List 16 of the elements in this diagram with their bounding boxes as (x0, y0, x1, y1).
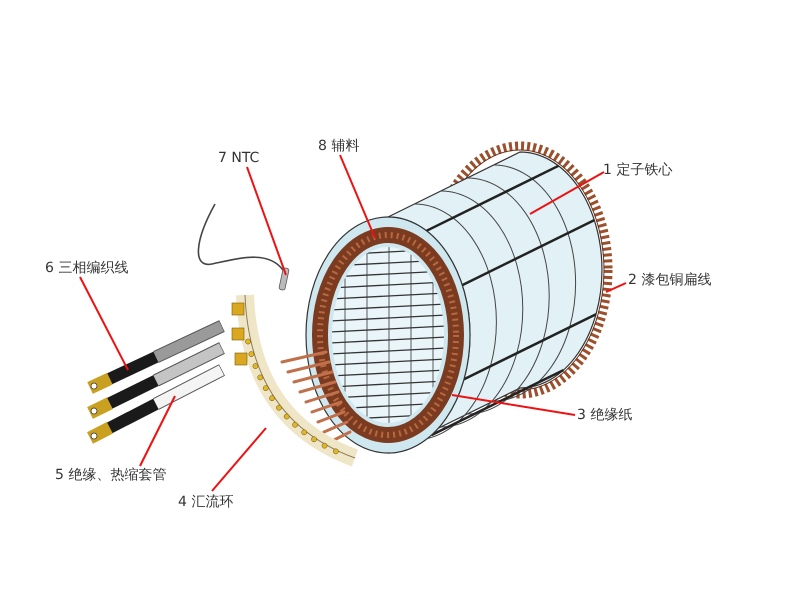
leader-line (452, 394, 576, 416)
leader-line (339, 154, 376, 238)
part-label: 1 定子铁心 (603, 161, 672, 179)
part-label: 8 辅料 (318, 137, 360, 155)
part-label: 6 三相编织线 (45, 259, 128, 277)
part-label: 5 绝缘、热缩套管 (55, 466, 166, 484)
part-label: 7 NTC (218, 149, 260, 167)
part-label: 2 漆包铜扁线 (628, 271, 712, 289)
part-label: 3 绝缘纸 (577, 406, 632, 424)
leader-line (246, 166, 287, 276)
leader-line (530, 171, 604, 215)
leader-line (139, 396, 176, 466)
leader-line (211, 427, 267, 492)
leader-line (606, 282, 626, 293)
leader-line (79, 276, 129, 370)
part-label: 4 汇流环 (178, 493, 234, 511)
